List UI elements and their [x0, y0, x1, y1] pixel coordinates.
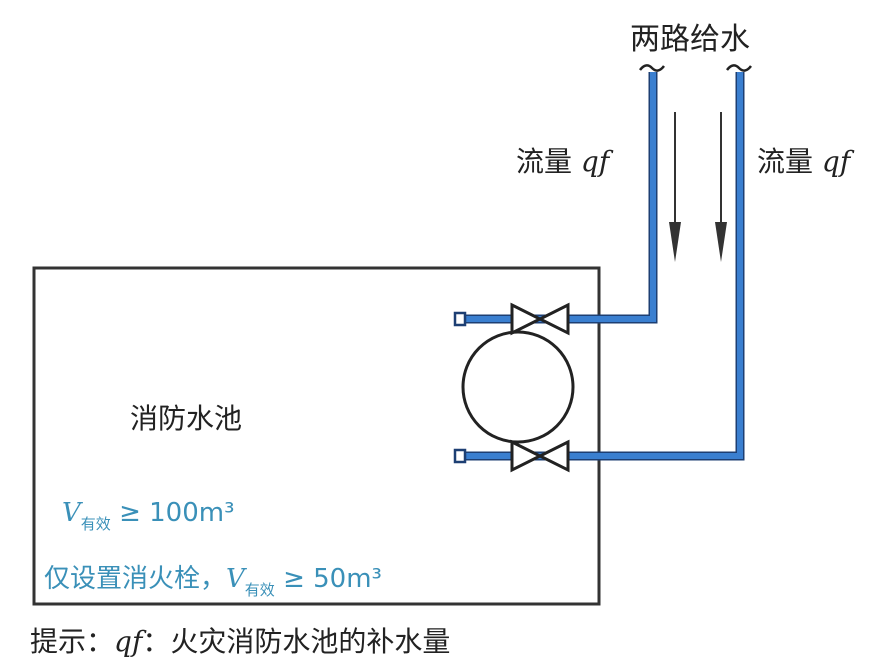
pipe-break-icon-right	[726, 64, 752, 72]
effective-volume-sub: 有效	[80, 515, 111, 533]
hydrant-only-volume: 仅设置消火栓，V有效 ≥ 50m³	[44, 558, 382, 599]
flow-label-left-prefix: 流量	[516, 145, 573, 178]
flow-label-left-var: qf	[580, 145, 610, 178]
note-var: qf	[114, 625, 143, 658]
hydrant-only-sub: 有效	[244, 581, 275, 599]
flow-label-right-var: qf	[821, 145, 851, 178]
hydrant-only-value: ≥ 50m³	[283, 564, 382, 594]
effective-volume: V有效 ≥ 100m³	[62, 498, 235, 533]
pipe-end-cap-bottom	[453, 448, 467, 464]
fire-water-tank-outline	[32, 266, 601, 606]
supply-title: 两路给水	[630, 22, 750, 57]
flow-label-right: 流量 qf	[757, 140, 850, 180]
effective-volume-value: ≥ 100m³	[119, 498, 235, 528]
flow-arrow-icon-left	[669, 112, 681, 262]
note-prefix: 提示：	[30, 625, 115, 658]
hydrant-only-var: V	[226, 564, 245, 594]
pipe-end-cap-top	[453, 311, 467, 327]
float-ball	[461, 330, 575, 444]
valve-icon-top	[510, 302, 570, 336]
valve-icon-bottom	[510, 439, 570, 473]
supply-pipe-left	[463, 72, 658, 324]
flow-label-right-prefix: 流量	[757, 145, 814, 178]
hydrant-only-prefix: 仅设置消火栓，	[44, 564, 227, 594]
tank-label: 消防水池	[130, 402, 243, 435]
effective-volume-var: V	[62, 498, 81, 528]
pipe-break-icon-left	[639, 64, 665, 72]
note-text: ：火灾消防水池的补水量	[142, 625, 451, 658]
flow-label-left: 流量 qf	[516, 140, 609, 180]
note: 提示：qf：火灾消防水池的补水量	[30, 620, 450, 660]
flow-arrow-icon-right	[715, 112, 727, 262]
